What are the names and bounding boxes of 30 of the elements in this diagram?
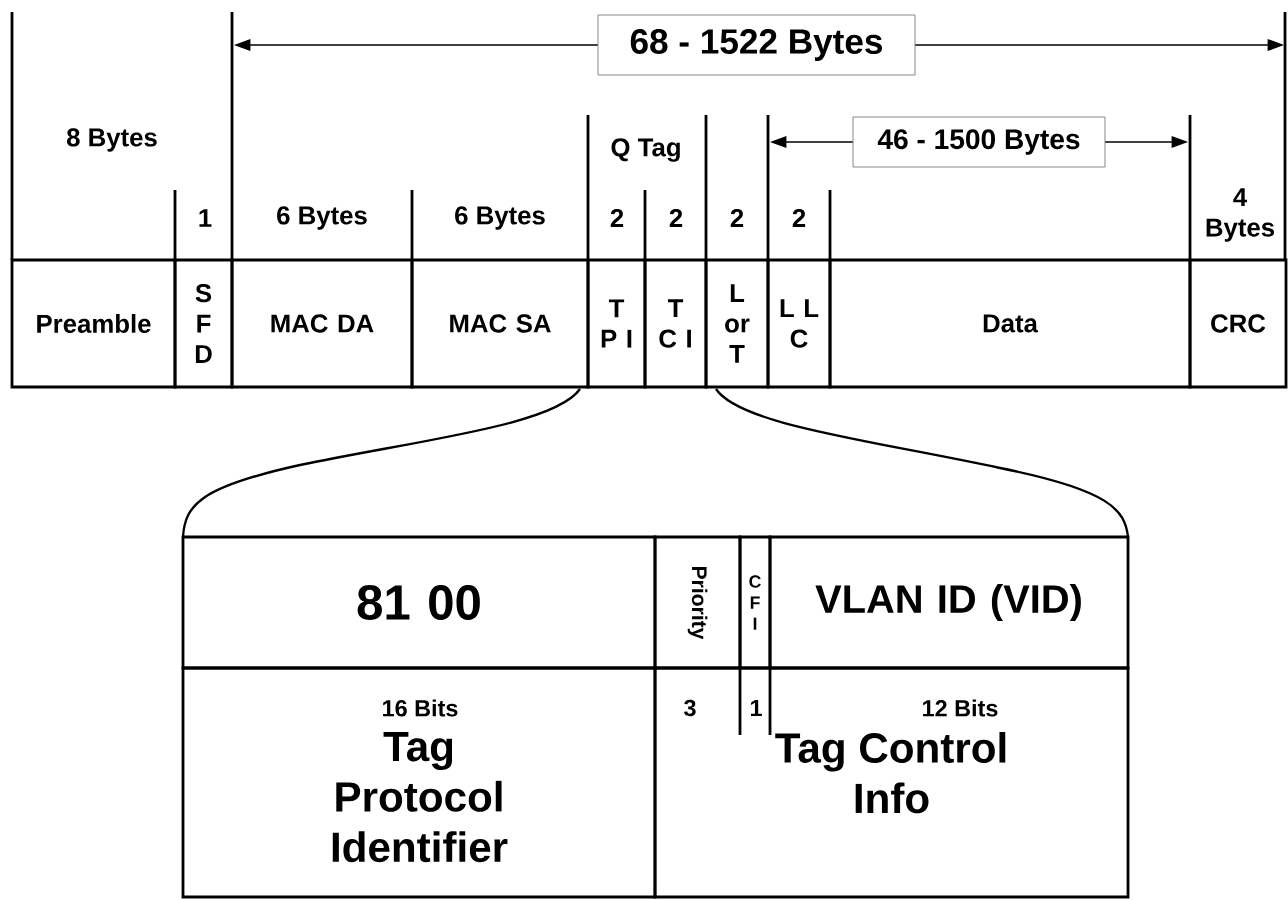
size-label: 1 [199,209,212,227]
size-label: 16 Bits [383,699,458,717]
size-label: 6 Bytes [277,206,367,230]
field-cell: 81 00 [181,535,657,670]
size-label: 3 [684,699,696,717]
size-label: Q Tag [611,138,680,162]
field-cell: C F I [738,535,772,670]
field-cell: Priority [653,535,742,670]
field-cell: MAC SA [410,258,590,389]
size-label: 2 [610,209,624,227]
size-label: 12 Bits [923,699,998,717]
field-cell: MAC DA [230,258,414,389]
size-label: 2 [730,209,744,227]
field-cell: S F D [173,258,234,389]
dimension-label: 46 - 1500 Bytes [852,116,1106,168]
size-label: 6 Bytes [455,206,545,230]
size-label: 1 [750,699,762,717]
size-label: 2 [669,209,683,227]
field-cell: Preamble [10,258,177,389]
field-cell: T C I [643,258,708,389]
field-cell: L L C [766,258,832,389]
field-cell: CRC [1188,258,1288,389]
size-label: 2 [792,209,806,227]
field-cell: VLAN ID (VID) [768,535,1130,670]
size-label: 4 Bytes [1206,188,1275,242]
field-cell: Data [828,258,1192,389]
field-cell: T P I [586,258,647,389]
field-cell: L or T [704,258,770,389]
size-label: 8 Bytes [67,128,157,152]
dimension-label: 68 - 1522 Bytes [597,14,916,76]
